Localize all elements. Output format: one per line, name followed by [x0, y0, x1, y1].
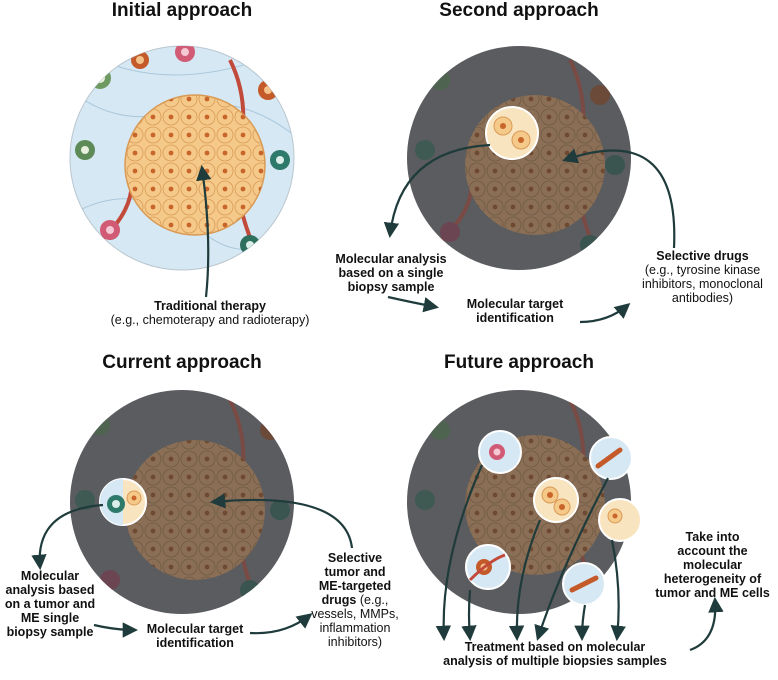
treatment-line: Treatment based on molecular [464, 640, 646, 654]
arrow-biopsy [508, 519, 542, 642]
immune-cell [100, 220, 120, 240]
drugs-line: Selective [327, 551, 383, 565]
therapy-title: Traditional therapy [154, 299, 266, 313]
immune-cell [270, 150, 290, 170]
biopsy-spot [478, 430, 522, 474]
current-approach-circle [70, 390, 294, 614]
arrow-analysis-to-target [93, 622, 139, 638]
future-approach-circle [407, 390, 642, 614]
hetero-line: account the [677, 544, 748, 558]
drugs-line: antibodies) [671, 291, 734, 305]
therapy-note: (e.g., chemoterapy and radioterapy) [110, 313, 310, 327]
initial-approach-circle [69, 45, 295, 271]
analysis-line: on a tumor and [4, 597, 96, 611]
drugs-line: (e.g., tyrosine kinase [644, 263, 761, 277]
arrow-drugs-to-tumor [562, 148, 676, 249]
immune-cell [75, 140, 95, 160]
analysis-line: analysis based [5, 583, 95, 597]
analysis-line: ME single [20, 611, 80, 625]
arrow-target-to-drugs [249, 613, 313, 635]
drugs-line: tumor and [324, 565, 386, 579]
label-molecular-analysis: Molecular analysis based on a tumor and … [0, 569, 100, 639]
drugs-line: vessels, MMPs, [311, 607, 399, 621]
target-line: Molecular target [466, 297, 564, 311]
drugs-line: inhibitors) [327, 635, 383, 649]
arrow-biopsy [534, 477, 609, 641]
biopsy-spot [562, 562, 606, 606]
drugs-line: inflammation [319, 621, 391, 635]
label-molecular-target: Molecular target identification [455, 297, 575, 325]
biopsy-spot [533, 477, 579, 523]
arrow-biopsy [610, 539, 626, 642]
arrow-biopsy [461, 589, 477, 642]
title-future-approach: Future approach [444, 352, 594, 373]
immune-cell [89, 67, 111, 89]
hetero-line: Take into [685, 530, 740, 544]
target-line: Molecular target [146, 622, 244, 636]
biopsy-spot [99, 478, 147, 526]
title-current-approach: Current approach [102, 352, 262, 373]
arrow-analysis-to-target [387, 295, 440, 313]
biopsy-spot [465, 544, 511, 590]
hetero-line: heterogeneity of [663, 572, 762, 586]
immune-cell [258, 80, 278, 100]
label-heterogeneity: Take into account the molecular heteroge… [650, 530, 775, 600]
treatment-line: analysis of multiple biopsies samples [443, 654, 667, 668]
label-treatment: Treatment based on molecular analysis of… [425, 640, 685, 668]
drugs-line: (e.g., [359, 593, 389, 607]
arrow-therapy [196, 164, 212, 298]
hetero-line: tumor and ME cells [655, 586, 770, 600]
second-approach-circle [407, 46, 631, 270]
analysis-line: based on a single [338, 266, 444, 280]
drugs-line: drugs [321, 593, 357, 607]
arrow-heterogeneity [689, 596, 724, 652]
arrow-biopsy [574, 604, 590, 642]
analysis-line: biopsy sample [347, 280, 435, 294]
arrow-drugs-to-tumor [209, 493, 354, 549]
arrow-biopsy-to-analysis [383, 143, 491, 239]
analysis-line: biopsy sample [6, 625, 94, 639]
analysis-line: Molecular analysis [335, 252, 447, 266]
drugs-line: ME-targeted [318, 579, 392, 593]
drugs-line: inhibitors, monoclonal [642, 277, 763, 291]
target-line: identification [476, 311, 554, 325]
label-selective-drugs: Selective tumor and ME-targeted drugs (e… [305, 551, 405, 649]
arrow-biopsy [435, 464, 484, 642]
title-second-approach: Second approach [439, 0, 599, 21]
biopsy-spot [598, 498, 642, 542]
arrow-biopsy-to-analysis [31, 503, 104, 571]
title-initial-approach: Initial approach [111, 0, 253, 21]
immune-cell [175, 46, 195, 62]
drugs-title: Selective drugs [656, 249, 749, 263]
label-traditional-therapy: Traditional therapy (e.g., chemoterapy a… [100, 299, 320, 327]
label-molecular-target: Molecular target identification [135, 622, 255, 650]
label-molecular-analysis: Molecular analysis based on a single bio… [326, 252, 456, 294]
biopsy-spot [485, 106, 539, 160]
arrow-target-to-drugs [579, 303, 631, 324]
hetero-line: molecular [682, 558, 743, 572]
analysis-line: Molecular [20, 569, 80, 583]
biopsy-spot [589, 436, 633, 480]
label-selective-drugs: Selective drugs (e.g., tyrosine kinase i… [630, 249, 775, 305]
target-line: identification [156, 636, 234, 650]
